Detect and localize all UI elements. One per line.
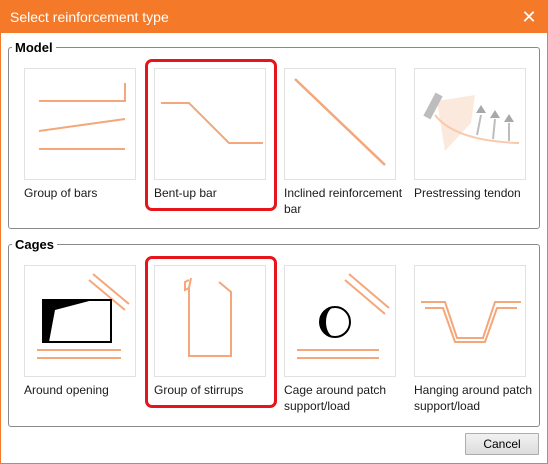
tile-prestressing-tendon[interactable]: Prestressing tendon — [409, 63, 535, 209]
tile-hanging-around-patch[interactable]: Hanging around patch support/load — [409, 260, 535, 413]
tile-group-of-bars[interactable]: Group of bars — [19, 63, 145, 209]
title-bar: Select reinforcement type ✕ — [1, 1, 547, 33]
tile-label: Group of bars — [24, 186, 98, 200]
cages-group-label: Cages — [15, 237, 55, 252]
model-group-label: Model — [15, 40, 53, 55]
group-of-stirrups-icon — [154, 265, 266, 377]
cages-group: Cages — [8, 237, 540, 427]
tile-label: Hanging around patch support/load — [414, 383, 533, 413]
dialog-title: Select reinforcement type — [10, 9, 169, 25]
tile-label: Group of stirrups — [154, 383, 244, 397]
tile-cage-around-patch[interactable]: Cage around patch support/load — [279, 260, 405, 413]
around-opening-icon — [24, 265, 136, 377]
tile-group-of-stirrups[interactable]: Group of stirrups — [145, 256, 277, 408]
tile-label: Bent-up bar — [154, 186, 217, 200]
cancel-button[interactable]: Cancel — [465, 433, 539, 455]
tile-around-opening[interactable]: Around opening — [19, 260, 145, 406]
inclined-bar-icon — [284, 68, 396, 180]
cage-around-patch-icon — [284, 265, 396, 377]
close-icon[interactable]: ✕ — [521, 7, 537, 27]
model-group: Model — [8, 40, 540, 229]
tile-inclined-bar[interactable]: Inclined reinforcement bar — [279, 63, 405, 216]
tile-label: Around opening — [24, 383, 109, 397]
tile-label: Inclined reinforcement bar — [284, 186, 403, 216]
group-of-bars-icon — [24, 68, 136, 180]
prestressing-tendon-icon — [414, 68, 526, 180]
hanging-around-patch-icon — [414, 265, 526, 377]
bent-up-bar-icon — [154, 68, 266, 180]
tile-label: Cage around patch support/load — [284, 383, 387, 413]
tile-bent-up-bar[interactable]: Bent-up bar — [145, 59, 277, 211]
tile-label: Prestressing tendon — [414, 186, 521, 200]
